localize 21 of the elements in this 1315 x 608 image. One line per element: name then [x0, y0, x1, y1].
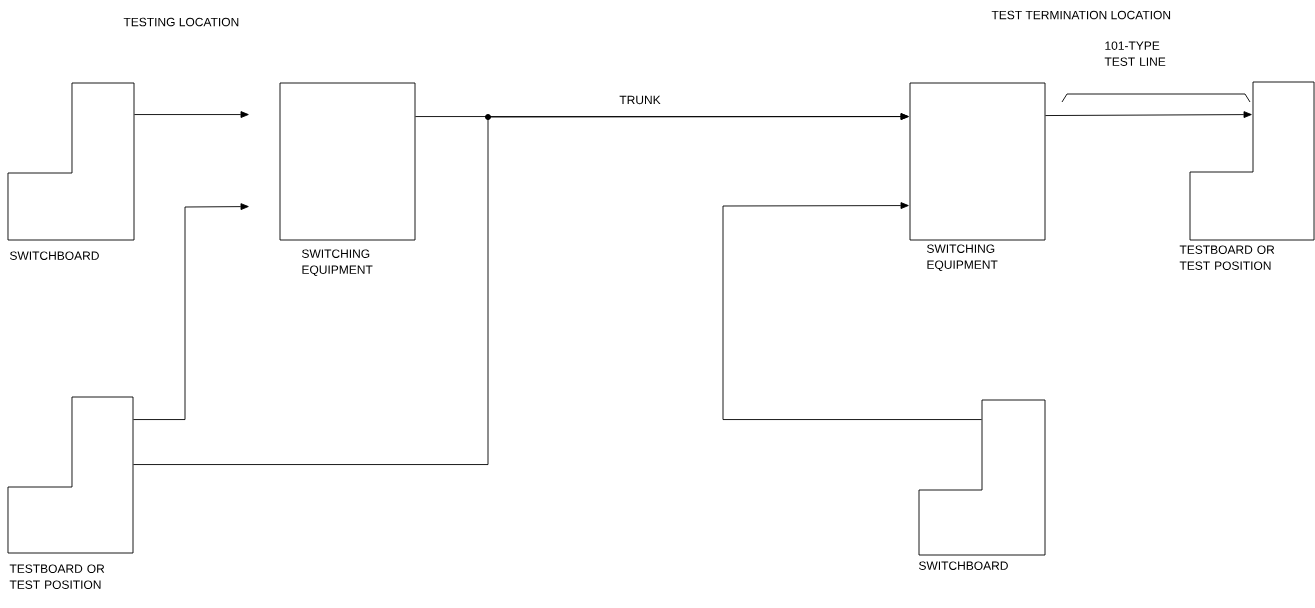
switching-equipment-box: SWITCHING EQUIPMENT — [279, 82, 416, 277]
location-heading: TEST TERMINATION LOCATION — [991, 10, 1171, 20]
node-label: TESTBOARD OR TEST POSITION — [1179, 245, 1275, 270]
switchboard-drawing: SWITCHBOARD — [918, 399, 1046, 570]
node-label: SWITCHBOARD — [10, 251, 99, 260]
node-label: SWITCHING EQUIPMENT — [927, 244, 998, 272]
switchboard-drawing: SWITCHBOARD — [7, 82, 135, 260]
switching-equipment-box: SWITCHING EQUIPMENT — [909, 82, 1046, 272]
arrow — [133, 203, 249, 420]
edge-label: TRUNK — [618, 94, 662, 106]
node-label: SWITCHBOARD — [919, 561, 1008, 570]
testboard-drawing: TESTBOARD OR TEST POSITION — [1179, 81, 1315, 270]
node-label: SWITCHING EQUIPMENT — [302, 249, 373, 277]
arrow — [1045, 111, 1252, 118]
arrow — [134, 111, 249, 118]
test-line-label: 101-TYPE TEST LINE — [1104, 41, 1166, 66]
location-heading: TESTING LOCATION — [123, 17, 239, 27]
arrow — [722, 202, 982, 420]
testboard-drawing: TESTBOARD OR TEST POSITION — [7, 396, 134, 589]
node-label: TESTBOARD OR TEST POSITION — [9, 564, 105, 589]
arrow — [133, 113, 909, 465]
